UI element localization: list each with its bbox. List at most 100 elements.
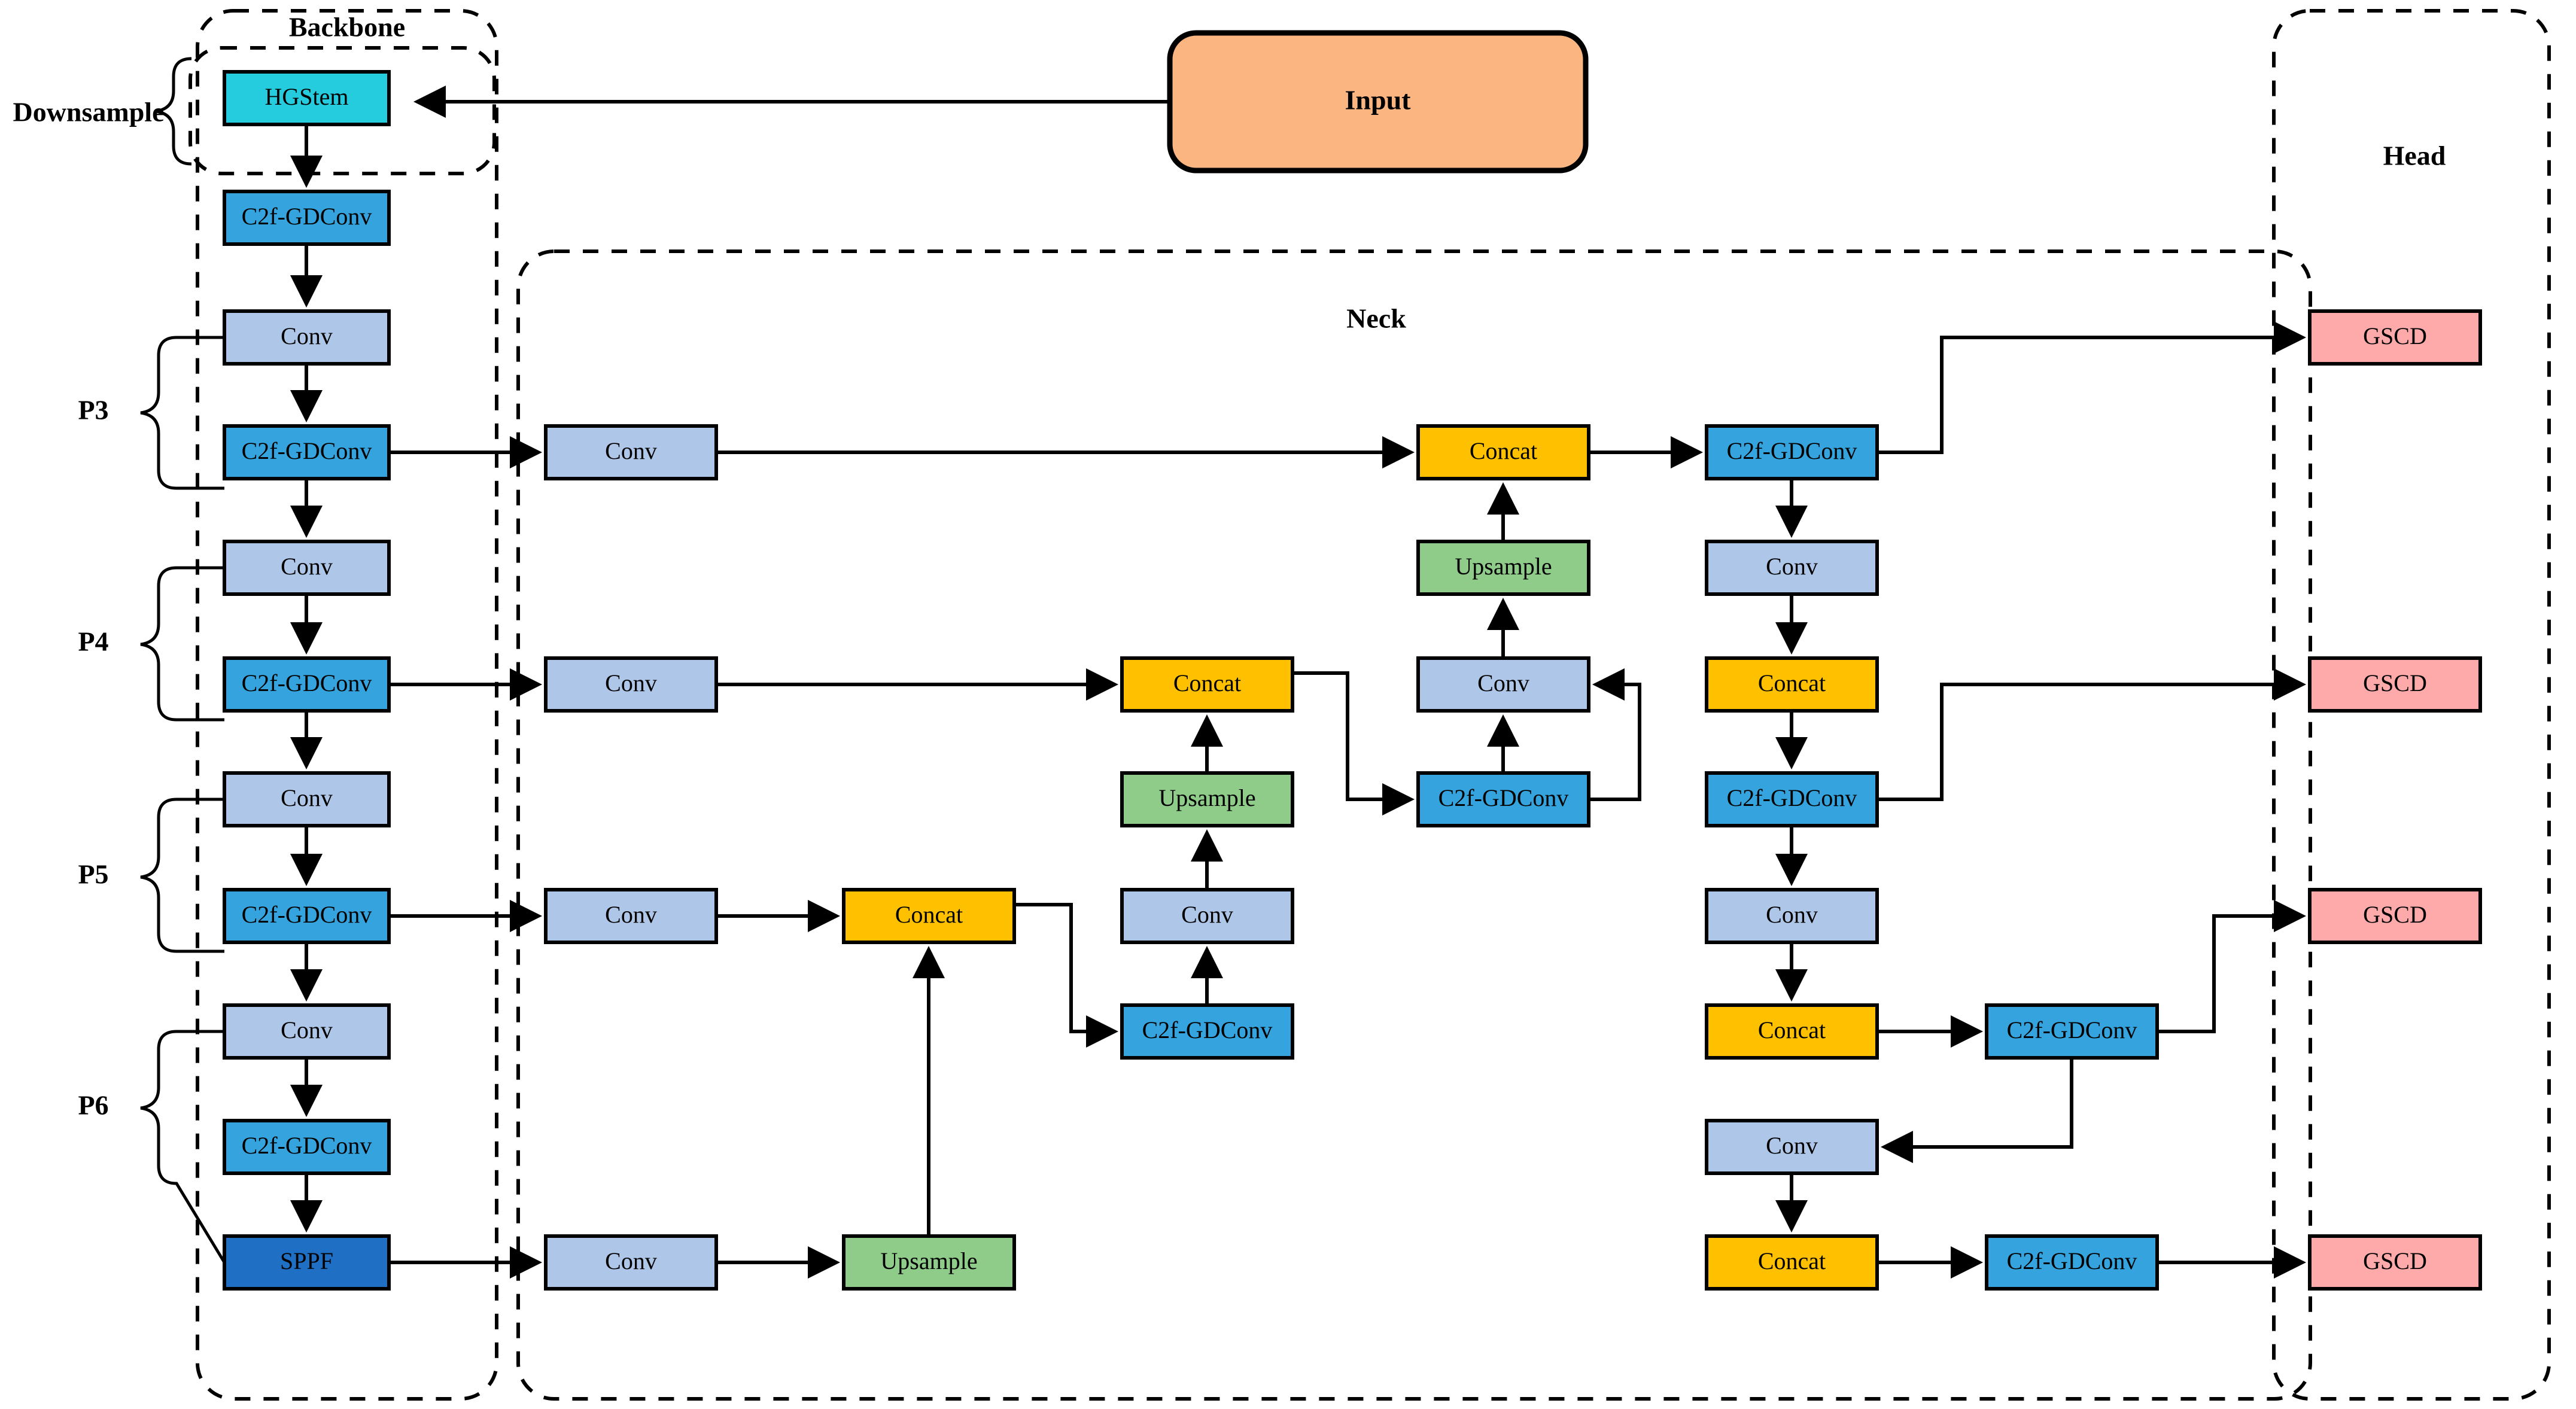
node-r2[interactable]: Conv: [1705, 540, 1879, 596]
node-bb7[interactable]: Conv: [223, 771, 391, 827]
node-n_conv_c[interactable]: Conv: [1416, 656, 1590, 713]
node-box-n_conv_p4[interactable]: [544, 656, 718, 713]
node-label-q1: C2f-GDConv: [2007, 1017, 2137, 1043]
node-box-h1[interactable]: [2308, 309, 2482, 366]
node-box-n_conv_c[interactable]: [1416, 656, 1590, 713]
node-box-r2[interactable]: [1705, 540, 1879, 596]
node-box-r1[interactable]: [1705, 424, 1879, 480]
node-label-n_ups_b: Upsample: [1158, 784, 1255, 811]
node-box-n_ups_c[interactable]: [1416, 540, 1590, 596]
node-box-r4[interactable]: [1705, 771, 1879, 827]
node-bb10[interactable]: C2f-GDConv: [223, 1119, 391, 1175]
node-n_conv_p4[interactable]: Conv: [544, 656, 718, 713]
node-r6[interactable]: Concat: [1705, 1003, 1879, 1060]
node-n_ups_b[interactable]: Upsample: [1120, 771, 1294, 827]
node-box-n_c2f_c[interactable]: [1416, 771, 1590, 827]
edge-r4-to-gscd2: [1877, 668, 2306, 801]
node-label-n_conv_p4: Conv: [605, 669, 657, 696]
node-box-n_c2f_b[interactable]: [1120, 1003, 1294, 1060]
node-bb5[interactable]: Conv: [223, 540, 391, 596]
node-label-n_cat_a: Concat: [895, 901, 963, 928]
node-box-n_conv_p3[interactable]: [544, 424, 718, 480]
node-box-r8[interactable]: [1705, 1234, 1879, 1291]
node-label-r4: C2f-GDConv: [1727, 784, 1857, 811]
node-label-bb5: Conv: [281, 553, 333, 580]
node-box-n_ups_a[interactable]: [842, 1234, 1016, 1291]
node-box-r3[interactable]: [1705, 656, 1879, 713]
node-label-n_cat_c: Concat: [1470, 437, 1537, 464]
node-bb2[interactable]: C2f-GDConv: [223, 190, 391, 246]
node-bb11[interactable]: SPPF: [223, 1234, 391, 1291]
node-n_conv_p3[interactable]: Conv: [544, 424, 718, 480]
node-box-bb7[interactable]: [223, 771, 391, 827]
node-h3[interactable]: GSCD: [2308, 888, 2482, 944]
side-label-downsample: Downsample: [13, 97, 164, 127]
node-box-bb3[interactable]: [223, 309, 391, 366]
node-box-bb11[interactable]: [223, 1234, 391, 1291]
node-r7[interactable]: Conv: [1705, 1119, 1879, 1175]
node-box-n_cat_a[interactable]: [842, 888, 1016, 944]
node-box-r5[interactable]: [1705, 888, 1879, 944]
node-box-h2[interactable]: [2308, 656, 2482, 713]
node-box-n_conv_p6[interactable]: [544, 1234, 718, 1291]
node-n_conv_b[interactable]: Conv: [1120, 888, 1294, 944]
node-r5[interactable]: Conv: [1705, 888, 1879, 944]
node-h1[interactable]: GSCD: [2308, 309, 2482, 366]
side-label-p6: P6: [78, 1090, 108, 1121]
node-label-n_conv_c: Conv: [1477, 669, 1529, 696]
node-box-bb10[interactable]: [223, 1119, 391, 1175]
node-box-r7[interactable]: [1705, 1119, 1879, 1175]
node-bb9[interactable]: Conv: [223, 1003, 391, 1060]
node-n_conv_p6[interactable]: Conv: [544, 1234, 718, 1291]
node-r4[interactable]: C2f-GDConv: [1705, 771, 1879, 827]
node-n_cat_a[interactable]: Concat: [842, 888, 1016, 944]
node-h2[interactable]: GSCD: [2308, 656, 2482, 713]
node-r1[interactable]: C2f-GDConv: [1705, 424, 1879, 480]
node-box-q1[interactable]: [1985, 1003, 2159, 1060]
node-h4[interactable]: GSCD: [2308, 1234, 2482, 1291]
node-label-r6: Concat: [1758, 1017, 1826, 1043]
node-box-q2[interactable]: [1985, 1234, 2159, 1291]
node-box-bb6[interactable]: [223, 656, 391, 713]
node-box-n_cat_c[interactable]: [1416, 424, 1590, 480]
node-n_cat_c[interactable]: Concat: [1416, 424, 1590, 480]
node-box-h4[interactable]: [2308, 1234, 2482, 1291]
node-box-n_cat_b[interactable]: [1120, 656, 1294, 713]
node-label-bb4: C2f-GDConv: [242, 437, 372, 464]
node-box-n_conv_b[interactable]: [1120, 888, 1294, 944]
node-label-n_conv_b: Conv: [1181, 901, 1233, 928]
node-bb6[interactable]: C2f-GDConv: [223, 656, 391, 713]
edge-c2f-c-feedback-conv-c: [1589, 668, 1641, 801]
node-box-n_conv_p5[interactable]: [544, 888, 718, 944]
node-box-bb4[interactable]: [223, 424, 391, 480]
downsample-brace: Downsample: [13, 57, 192, 166]
node-r3[interactable]: Concat: [1705, 656, 1879, 713]
node-bb4[interactable]: C2f-GDConv: [223, 424, 391, 480]
node-bb1[interactable]: HGStem: [223, 70, 391, 126]
node-box-bb9[interactable]: [223, 1003, 391, 1060]
node-box-bb8[interactable]: [223, 888, 391, 944]
node-box-bb2[interactable]: [223, 190, 391, 246]
node-bb3[interactable]: Conv: [223, 309, 391, 366]
node-r8[interactable]: Concat: [1705, 1234, 1879, 1291]
node-n_conv_p5[interactable]: Conv: [544, 888, 718, 944]
node-n_ups_a[interactable]: Upsample: [842, 1234, 1016, 1291]
node-label-bb6: C2f-GDConv: [242, 669, 372, 696]
node-q2[interactable]: C2f-GDConv: [1985, 1234, 2159, 1291]
node-n_c2f_b[interactable]: C2f-GDConv: [1120, 1003, 1294, 1060]
node-n_ups_c[interactable]: Upsample: [1416, 540, 1590, 596]
node-box-n_ups_b[interactable]: [1120, 771, 1294, 827]
group-label-neck: Neck: [1346, 303, 1406, 334]
node-n_cat_b[interactable]: Concat: [1120, 656, 1294, 713]
node-box-input[interactable]: [1167, 30, 1589, 174]
node-n_c2f_c[interactable]: C2f-GDConv: [1416, 771, 1590, 827]
node-bb8[interactable]: C2f-GDConv: [223, 888, 391, 944]
node-box-h3[interactable]: [2308, 888, 2482, 944]
node-box-bb5[interactable]: [223, 540, 391, 596]
node-input[interactable]: Input: [1167, 30, 1589, 174]
node-q1[interactable]: C2f-GDConv: [1985, 1003, 2159, 1060]
node-box-r6[interactable]: [1705, 1003, 1879, 1060]
node-label-bb2: C2f-GDConv: [242, 203, 372, 230]
node-box-bb1[interactable]: [223, 70, 391, 126]
